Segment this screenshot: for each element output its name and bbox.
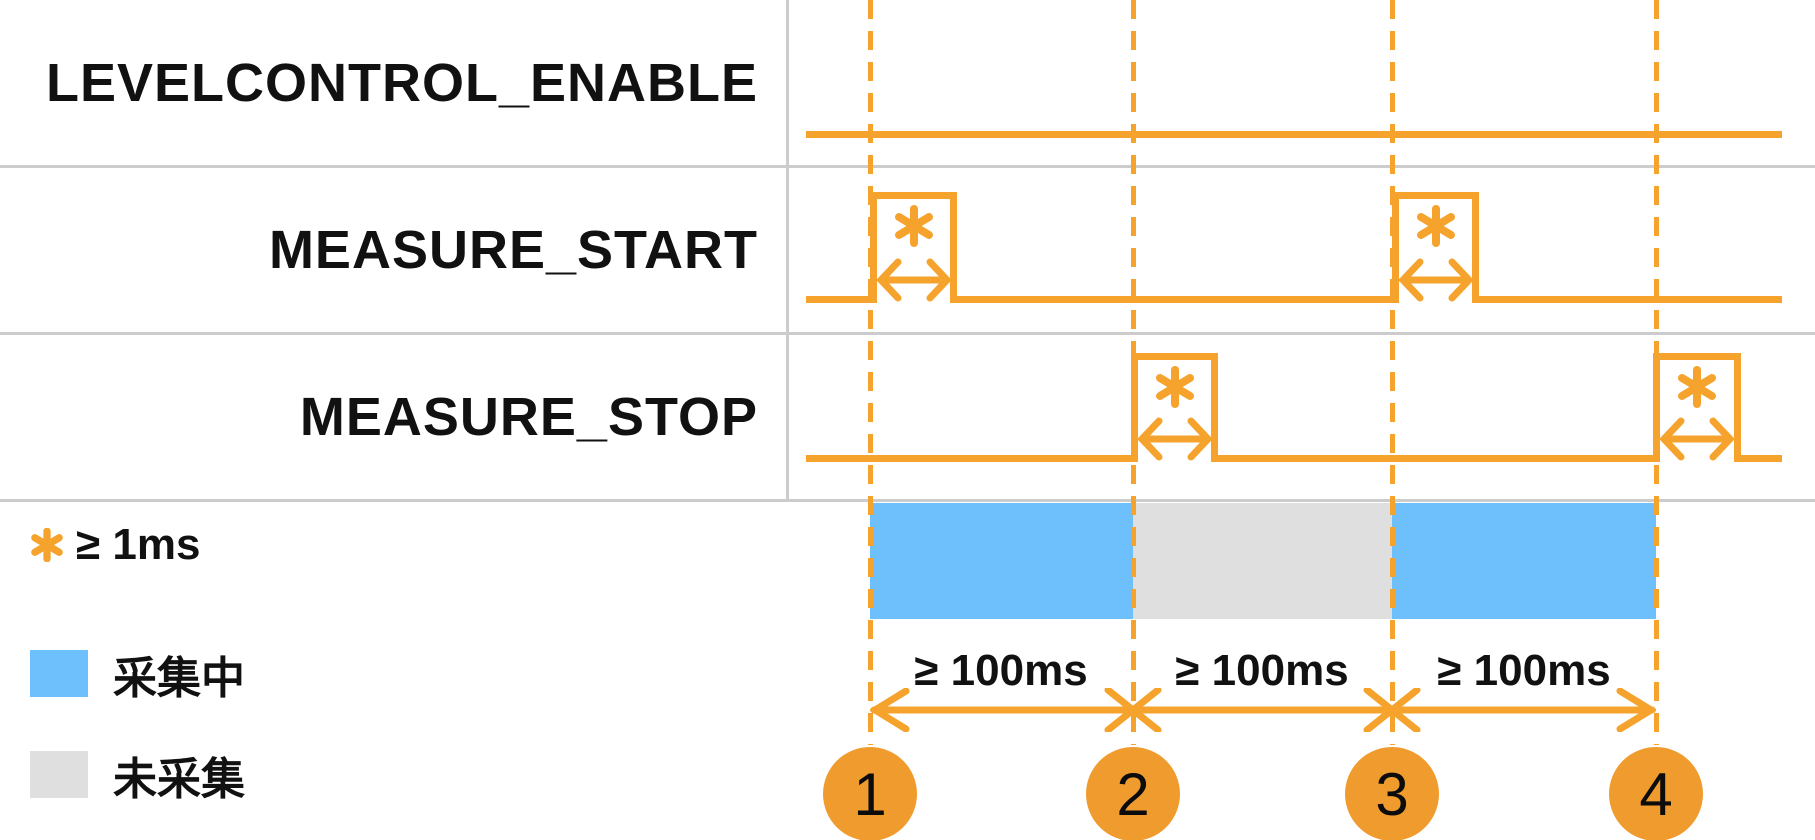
measure-stop-pulse-1	[1131, 353, 1218, 462]
not-acquiring-band	[1133, 503, 1392, 619]
marker-circle-1: 1	[823, 747, 917, 840]
interval-label-1: ≥ 100ms	[914, 646, 1088, 695]
row-divider	[0, 165, 1815, 168]
legend-label-not-acquiring: 未采集	[113, 754, 245, 804]
measure-stop-pulse-2	[1653, 353, 1741, 462]
pulse-width-note: ≥ 1ms	[30, 520, 200, 570]
enable-signal-high-line	[806, 131, 1782, 138]
row-divider	[0, 332, 1815, 335]
interval-label-2: ≥ 100ms	[1175, 646, 1349, 695]
marker-dashed-line-1	[868, 0, 873, 745]
marker-circle-3: 3	[1345, 747, 1439, 840]
measure-stop-baseline	[1741, 455, 1782, 462]
marker-circle-4: 4	[1609, 747, 1703, 840]
measure-start-baseline	[1479, 296, 1782, 303]
asterisk-icon	[1415, 205, 1457, 247]
pulse-width-arrow-icon	[1397, 257, 1474, 303]
signal-label-levelcontrol-enable: LEVELCONTROL_ENABLE	[45, 53, 758, 113]
legend-swatch-not-acquiring	[30, 751, 88, 798]
measure-start-baseline	[806, 296, 870, 303]
pulse-width-arrow-icon	[1659, 416, 1735, 462]
row-divider	[0, 499, 1815, 502]
pulse-width-note-label: ≥ 1ms	[76, 520, 201, 569]
asterisk-icon	[1154, 366, 1196, 408]
measure-start-baseline	[957, 296, 1392, 303]
asterisk-icon	[893, 205, 935, 247]
measure-start-pulse-1	[870, 192, 957, 303]
pulse-width-arrow-icon	[1136, 416, 1213, 462]
marker-number: 4	[1639, 760, 1673, 828]
measure-start-pulse-2	[1392, 192, 1479, 303]
legend-swatch-acquiring	[30, 650, 88, 697]
marker-circle-2: 2	[1086, 747, 1180, 840]
marker-number: 3	[1375, 760, 1409, 828]
marker-dashed-line-3	[1390, 0, 1395, 745]
signal-label-measure-start: MEASURE_START	[268, 219, 758, 280]
acquiring-band	[1392, 503, 1656, 619]
acquiring-band	[870, 503, 1133, 619]
asterisk-icon	[1676, 366, 1718, 408]
interval-arrow-icon	[870, 688, 1656, 732]
signal-label-measure-stop: MEASURE_STOP	[299, 386, 758, 447]
marker-number: 1	[853, 760, 887, 828]
asterisk-icon	[30, 528, 64, 562]
legend-label-acquiring: 采集中	[113, 653, 245, 703]
label-column-divider	[786, 0, 789, 500]
marker-number: 2	[1116, 760, 1150, 828]
interval-label-3: ≥ 100ms	[1437, 646, 1611, 695]
pulse-width-arrow-icon	[875, 257, 952, 303]
measure-stop-baseline	[806, 455, 1131, 462]
measure-stop-baseline	[1218, 455, 1653, 462]
